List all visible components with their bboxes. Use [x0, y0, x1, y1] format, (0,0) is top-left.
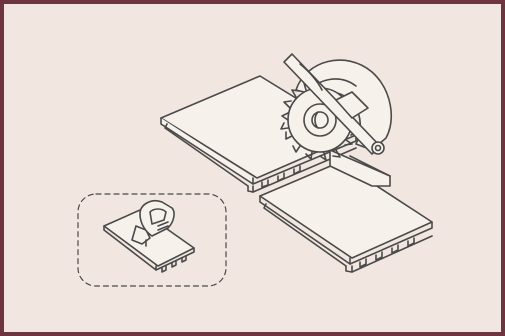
installation-illustration [0, 0, 505, 336]
illustration-canvas [0, 0, 505, 336]
